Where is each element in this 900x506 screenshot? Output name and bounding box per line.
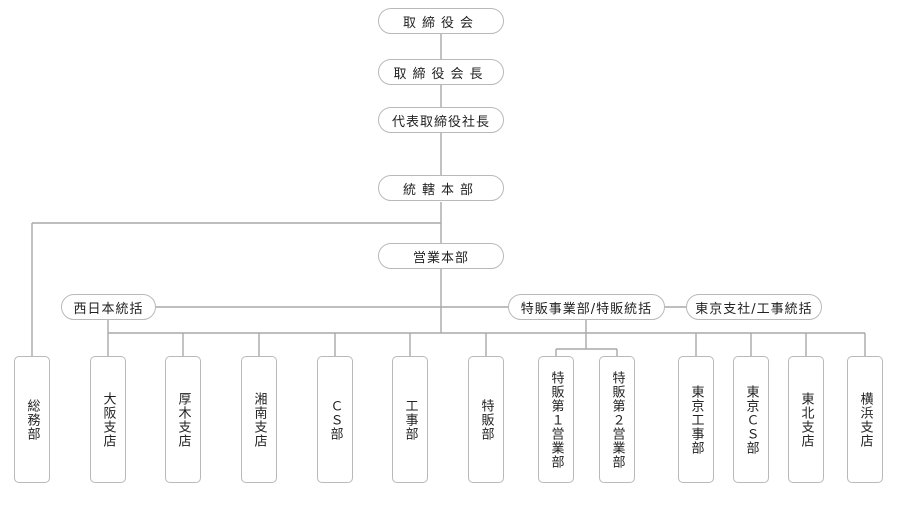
special-sales-node: 特販事業部/特販統括: [508, 294, 665, 320]
president-node: 代表取締役社長: [378, 107, 504, 133]
dept-tokyo-cs: 東京ＣＳ部: [733, 356, 769, 483]
dept-atsugi: 厚木支店: [165, 356, 201, 483]
dept-osaka: 大阪支店: [90, 356, 126, 483]
dept-yokohama: 横浜支店: [847, 356, 883, 483]
dept-special-sales-1: 特販第１営業部: [538, 356, 574, 483]
dept-general-affairs: 総務部: [14, 356, 50, 483]
sales-hq-node: 営業本部: [378, 243, 504, 269]
board-node: 取締役会: [378, 8, 504, 34]
general-hq-node: 統轄本部: [378, 175, 504, 201]
dept-shonan: 湘南支店: [241, 356, 277, 483]
dept-special-sales: 特販部: [468, 356, 504, 483]
tokyo-branch-node: 東京支社/工事統括: [686, 294, 822, 320]
west-japan-node: 西日本統括: [61, 294, 156, 320]
dept-cs: ＣＳ部: [317, 356, 353, 483]
dept-construction: 工事部: [392, 356, 428, 483]
dept-tokyo-construction: 東京工事部: [678, 356, 714, 483]
dept-tohoku: 東北支店: [788, 356, 824, 483]
chairman-node: 取締役会長: [378, 59, 504, 85]
dept-special-sales-2: 特販第２営業部: [599, 356, 635, 483]
